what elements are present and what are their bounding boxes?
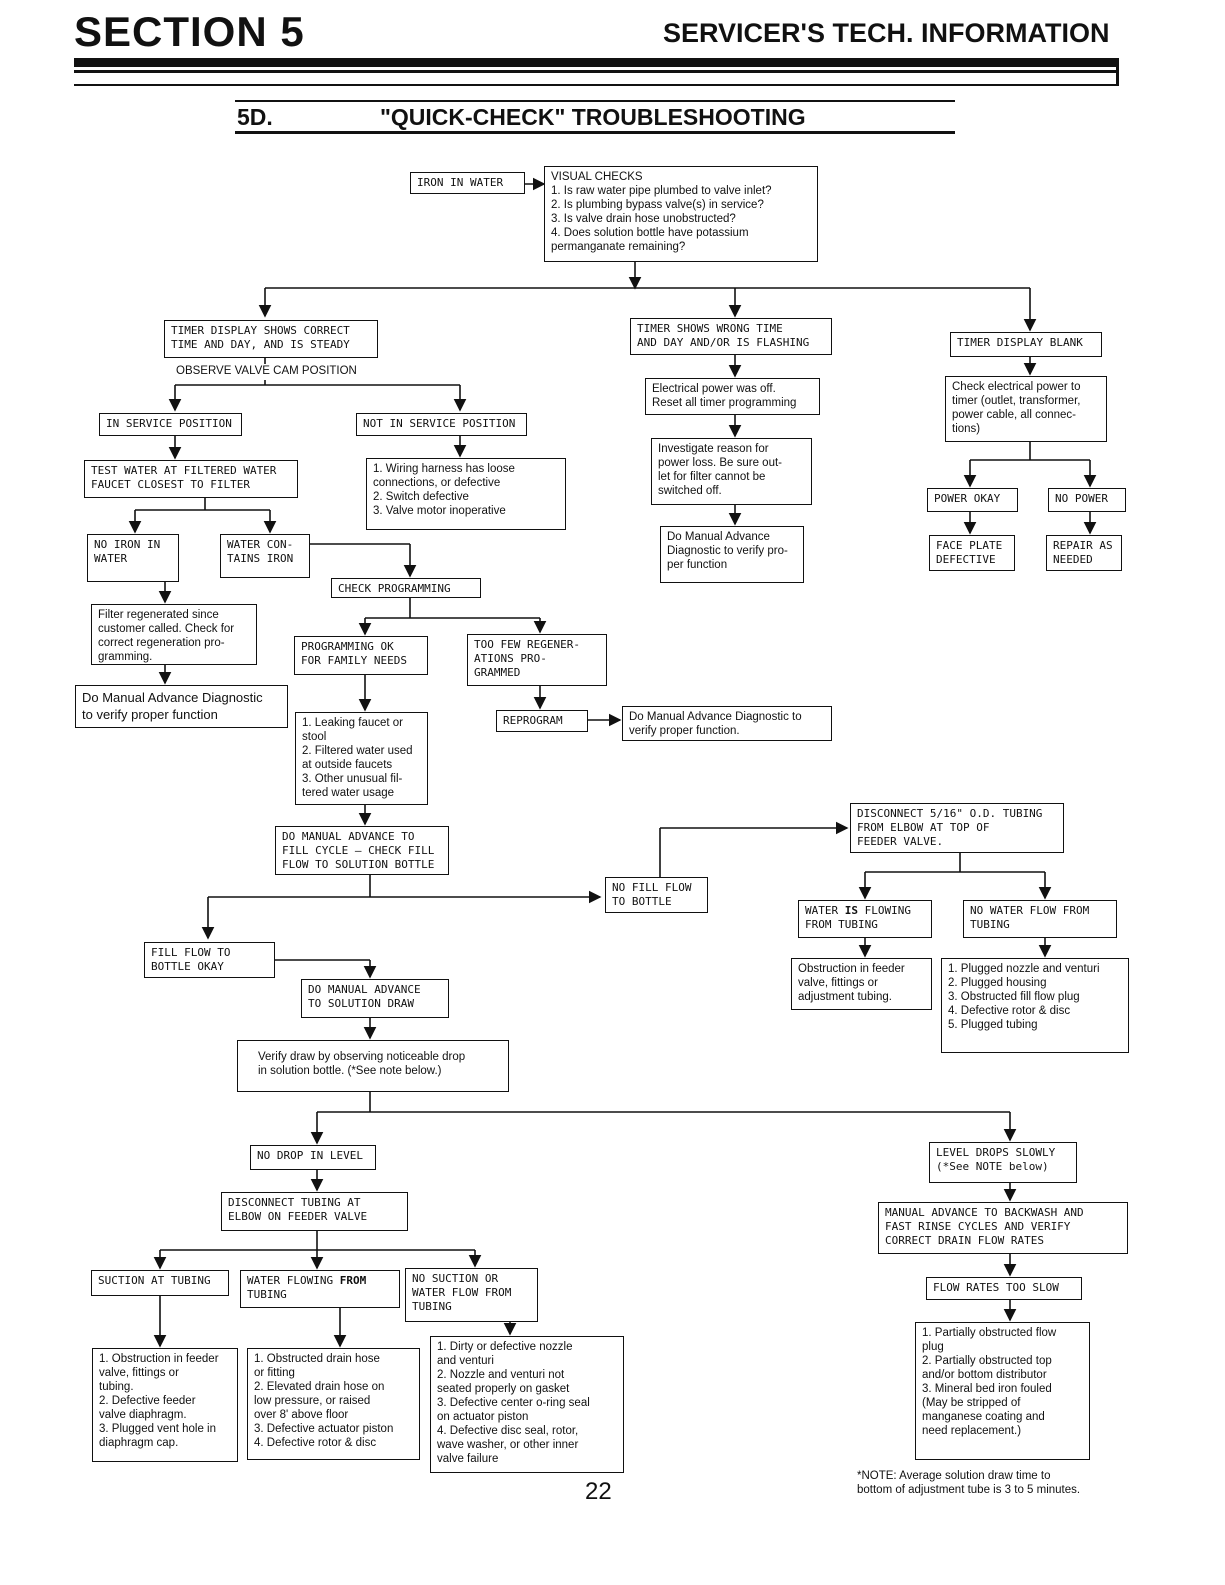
node-repair: REPAIR AS NEEDED xyxy=(1046,535,1122,571)
node-electrical-off: Electrical power was off. Reset all time… xyxy=(645,378,820,415)
node-drain-list: 1. Obstructed drain hose or fitting 2. E… xyxy=(247,1348,420,1460)
node-test-water: TEST WATER AT FILTERED WATER FAUCET CLOS… xyxy=(84,460,298,498)
node-programming-ok: PROGRAMMING OK FOR FAMILY NEEDS xyxy=(294,636,428,675)
node-in-service: IN SERVICE POSITION xyxy=(99,413,242,436)
water-is-flowing-text-b: FLOWING FROM TUBING xyxy=(805,904,911,931)
node-reprogram: REPROGRAM xyxy=(496,710,588,732)
node-power-okay: POWER OKAY xyxy=(927,488,1018,512)
node-flow-rates-slow: FLOW RATES TOO SLOW xyxy=(926,1277,1082,1300)
water-flowing-text-a: WATER FLOWING xyxy=(247,1274,340,1287)
node-face-plate: FACE PLATE DEFECTIVE xyxy=(929,535,1015,571)
node-observe-cam: OBSERVE VALVE CAM POSITION xyxy=(176,365,357,377)
node-verify-draw: Verify draw by observing noticeable drop… xyxy=(237,1040,509,1092)
node-level-drops: LEVEL DROPS SLOWLY (*See NOTE below) xyxy=(929,1142,1077,1183)
node-water-contains-iron: WATER CON- TAINS IRON xyxy=(220,534,310,578)
node-check-power: Check electrical power to timer (outlet,… xyxy=(945,376,1107,442)
node-investigate: Investigate reason for power loss. Be su… xyxy=(651,438,812,505)
node-no-suction: NO SUCTION OR WATER FLOW FROM TUBING xyxy=(405,1268,538,1322)
node-manual-advance-diagnostic-1: Do Manual Advance Diagnostic to verify p… xyxy=(660,526,804,583)
header-rule-tick xyxy=(1116,64,1119,86)
node-partially-list: 1. Partially obstructed flow plug 2. Par… xyxy=(915,1322,1090,1460)
node-no-fill-flow: NO FILL FLOW TO BOTTLE xyxy=(605,877,708,913)
footnote: *NOTE: Average solution draw time to bot… xyxy=(857,1470,1081,1496)
node-wiring: 1. Wiring harness has loose connections,… xyxy=(366,458,566,530)
node-check-programming: CHECK PROGRAMMING xyxy=(331,578,481,598)
node-suction-at-tubing: SUCTION AT TUBING xyxy=(91,1270,229,1296)
node-plugged-list: 1. Plugged nozzle and venturi 2. Plugged… xyxy=(941,958,1129,1053)
node-timer-correct: TIMER DISPLAY SHOWS CORRECT TIME AND DAY… xyxy=(164,320,378,358)
node-manual-fill: DO MANUAL ADVANCE TO FILL CYCLE – CHECK … xyxy=(275,826,449,875)
node-obstruction-feeder: Obstruction in feeder valve, fittings or… xyxy=(791,958,932,1010)
node-no-iron: NO IRON IN WATER xyxy=(87,534,179,582)
water-flowing-emphasis: FROM xyxy=(339,1274,367,1287)
node-fill-flow-ok: FILL FLOW TO BOTTLE OKAY xyxy=(144,942,275,978)
node-too-few: TOO FEW REGENER- ATIONS PRO- GRAMMED xyxy=(467,634,607,686)
node-filter-regenerated: Filter regenerated since customer called… xyxy=(91,604,257,665)
node-water-is-flowing: WATER IS FLOWING FROM TUBING xyxy=(798,900,932,938)
node-nozzle-list: 1. Dirty or defective nozzle and venturi… xyxy=(430,1336,624,1473)
water-is-flowing-emphasis: IS xyxy=(844,904,858,917)
node-no-drop: NO DROP IN LEVEL xyxy=(250,1145,376,1170)
node-manual-advance-diagnostic-2: Do Manual Advance Diagnostic to verify p… xyxy=(75,685,288,728)
header-rule-thin xyxy=(74,70,1119,73)
node-water-flowing-from: WATER FLOWING FROM TUBING xyxy=(240,1270,400,1308)
node-disconnect-516: DISCONNECT 5/16" O.D. TUBING FROM ELBOW … xyxy=(850,803,1064,853)
node-not-in-service: NOT IN SERVICE POSITION xyxy=(356,413,527,436)
subtitle-underline xyxy=(235,131,955,134)
node-manual-advance-diagnostic-3: Do Manual Advance Diagnostic to verify p… xyxy=(622,706,832,741)
page-number: 22 xyxy=(585,1478,612,1505)
node-visual-checks: VISUAL CHECKS 1. Is raw water pipe plumb… xyxy=(544,166,818,262)
subtitle-overline xyxy=(235,100,955,102)
header-rule-bottom xyxy=(74,84,1119,86)
node-manual-solution-draw: DO MANUAL ADVANCE TO SOLUTION DRAW xyxy=(301,979,449,1018)
node-no-water-flow: NO WATER FLOW FROM TUBING xyxy=(963,900,1117,938)
node-timer-wrong: TIMER SHOWS WRONG TIME AND DAY AND/OR IS… xyxy=(630,318,832,355)
section-title: SERVICER'S TECH. INFORMATION xyxy=(663,18,1110,48)
section-heading: SECTION 5 xyxy=(74,8,305,55)
water-is-flowing-text-a: WATER xyxy=(805,904,845,917)
subsection-title: "QUICK-CHECK" TROUBLESHOOTING xyxy=(380,104,806,130)
node-iron-in-water: IRON IN WATER xyxy=(410,172,525,194)
node-manual-backwash: MANUAL ADVANCE TO BACKWASH AND FAST RINS… xyxy=(878,1202,1128,1254)
subsection-number: 5D. xyxy=(237,104,273,130)
node-obstruction-list: 1. Obstruction in feeder valve, fittings… xyxy=(92,1348,238,1462)
water-flowing-text-b: TUBING xyxy=(247,1288,287,1301)
header-rule-thick xyxy=(74,58,1119,67)
node-disconnect-tubing: DISCONNECT TUBING AT ELBOW ON FEEDER VAL… xyxy=(221,1192,408,1231)
node-no-power: NO POWER xyxy=(1048,488,1126,512)
node-timer-blank: TIMER DISPLAY BLANK xyxy=(950,332,1102,357)
node-leaking: 1. Leaking faucet or stool 2. Filtered w… xyxy=(295,712,428,805)
